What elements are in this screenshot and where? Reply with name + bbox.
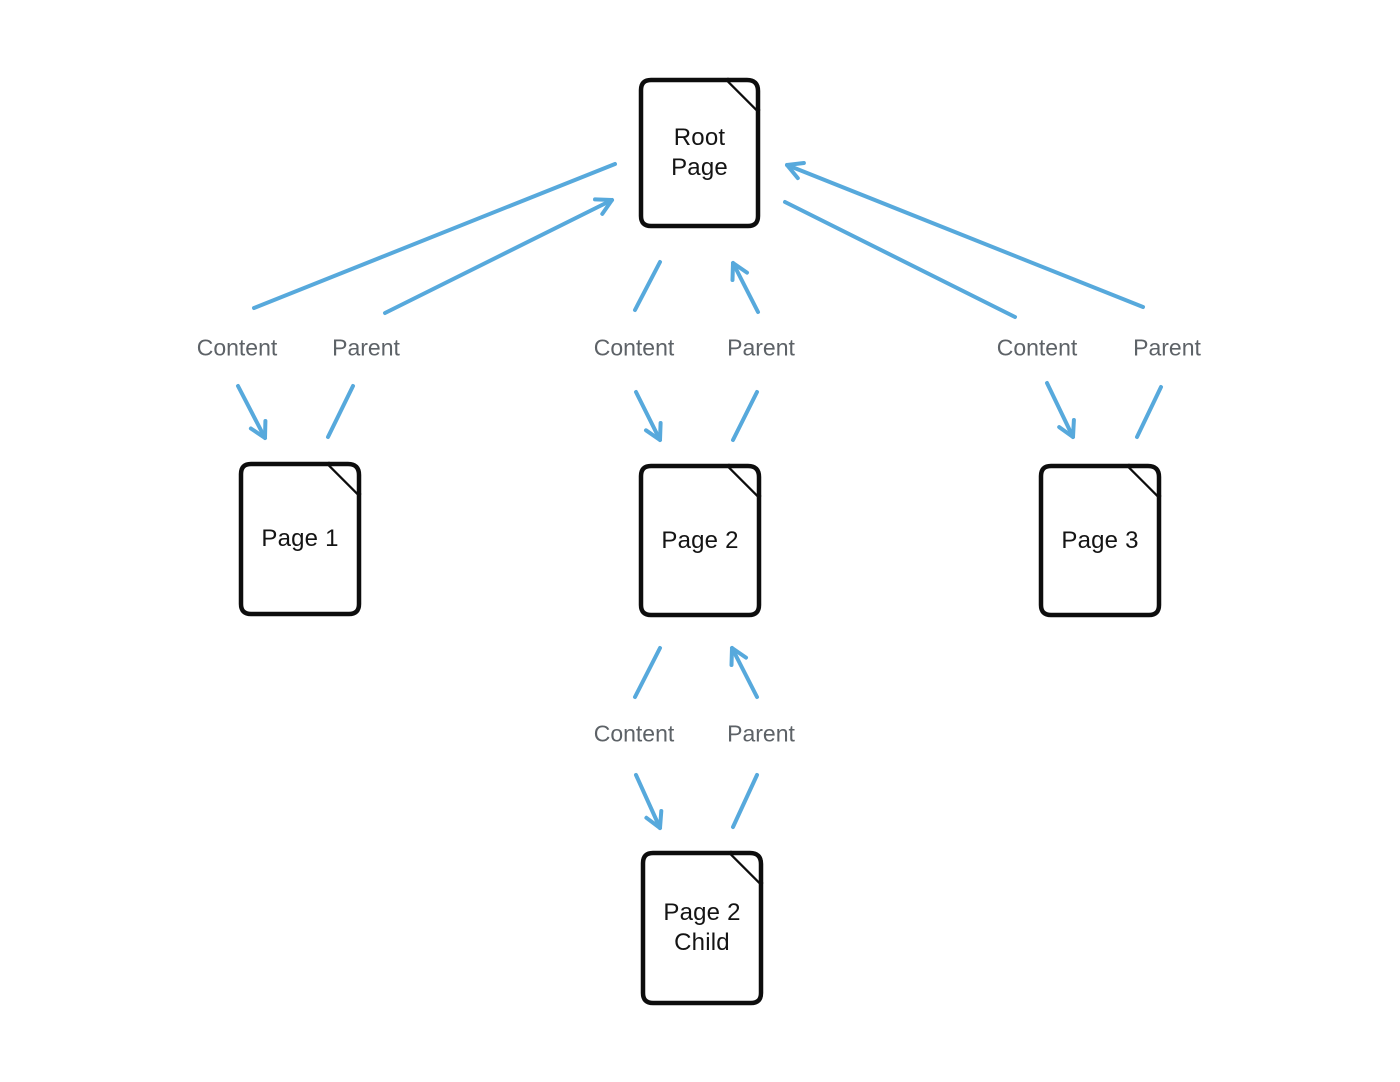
page2-icon: [638, 463, 762, 618]
edge-page2-root-parent-arrow-head: [730, 261, 749, 282]
edge-page2-root-parent-arrow: [731, 261, 760, 314]
root-page-icon: [638, 77, 761, 229]
diagram-edges: [236, 161, 1163, 830]
page2-child-icon-fold: [728, 850, 764, 886]
page2-child-icon: [640, 850, 764, 1006]
root-page-icon-fold: [725, 77, 761, 113]
page3-icon: [1038, 463, 1162, 618]
edge-root-page2-content-upper: [633, 260, 662, 312]
edge-page3-root-parent-arrow: [785, 163, 1145, 309]
page1-icon-fold: [326, 461, 362, 497]
edge-label-content-mid: Content: [593, 334, 675, 361]
edge-page1-root-parent-stub: [326, 384, 355, 439]
edge-child-page2-parent-arrow-head: [729, 646, 748, 667]
edge-root-page1-content-upper: [252, 162, 617, 310]
edge-page2-root-parent-stub: [731, 390, 759, 442]
page1-icon: [238, 461, 362, 617]
edge-root-page3-content-arrow-head: [1057, 418, 1076, 439]
edge-page3-root-parent-arrow-head: [785, 161, 806, 181]
edge-page2-child-content-arrow: [634, 773, 662, 830]
edge-page1-root-parent-arrow-head: [593, 197, 614, 216]
edge-label-parent-mid: Parent: [727, 334, 795, 361]
edge-child-page2-parent-arrow: [730, 646, 759, 699]
edge-root-page3-content-upper: [783, 200, 1017, 319]
edge-label-content-left: Content: [196, 334, 278, 361]
page3-icon-fold: [1126, 463, 1162, 499]
edge-root-page2-content-arrow: [634, 390, 662, 442]
edge-child-page2-parent-stub: [731, 773, 759, 829]
edge-label-content-right: Content: [996, 334, 1078, 361]
edge-label-content-bottom: Content: [593, 720, 675, 747]
edge-label-parent-bottom: Parent: [727, 720, 795, 747]
edge-page1-root-parent-arrow: [383, 198, 614, 315]
edge-label-parent-left: Parent: [332, 334, 400, 361]
edge-root-page1-content-arrow: [236, 384, 267, 440]
edge-page3-root-parent-stub: [1135, 385, 1163, 439]
edge-root-page2-content-arrow-head: [644, 421, 663, 442]
edge-page2-child-content-arrow-head: [644, 809, 664, 830]
edge-page2-child-content-upper: [633, 646, 662, 699]
edge-root-page3-content-arrow: [1045, 381, 1075, 439]
diagram-nodes: [238, 77, 1162, 1006]
edge-root-page1-content-arrow-head: [248, 419, 268, 440]
edge-label-parent-right: Parent: [1133, 334, 1201, 361]
page2-icon-fold: [726, 463, 762, 499]
